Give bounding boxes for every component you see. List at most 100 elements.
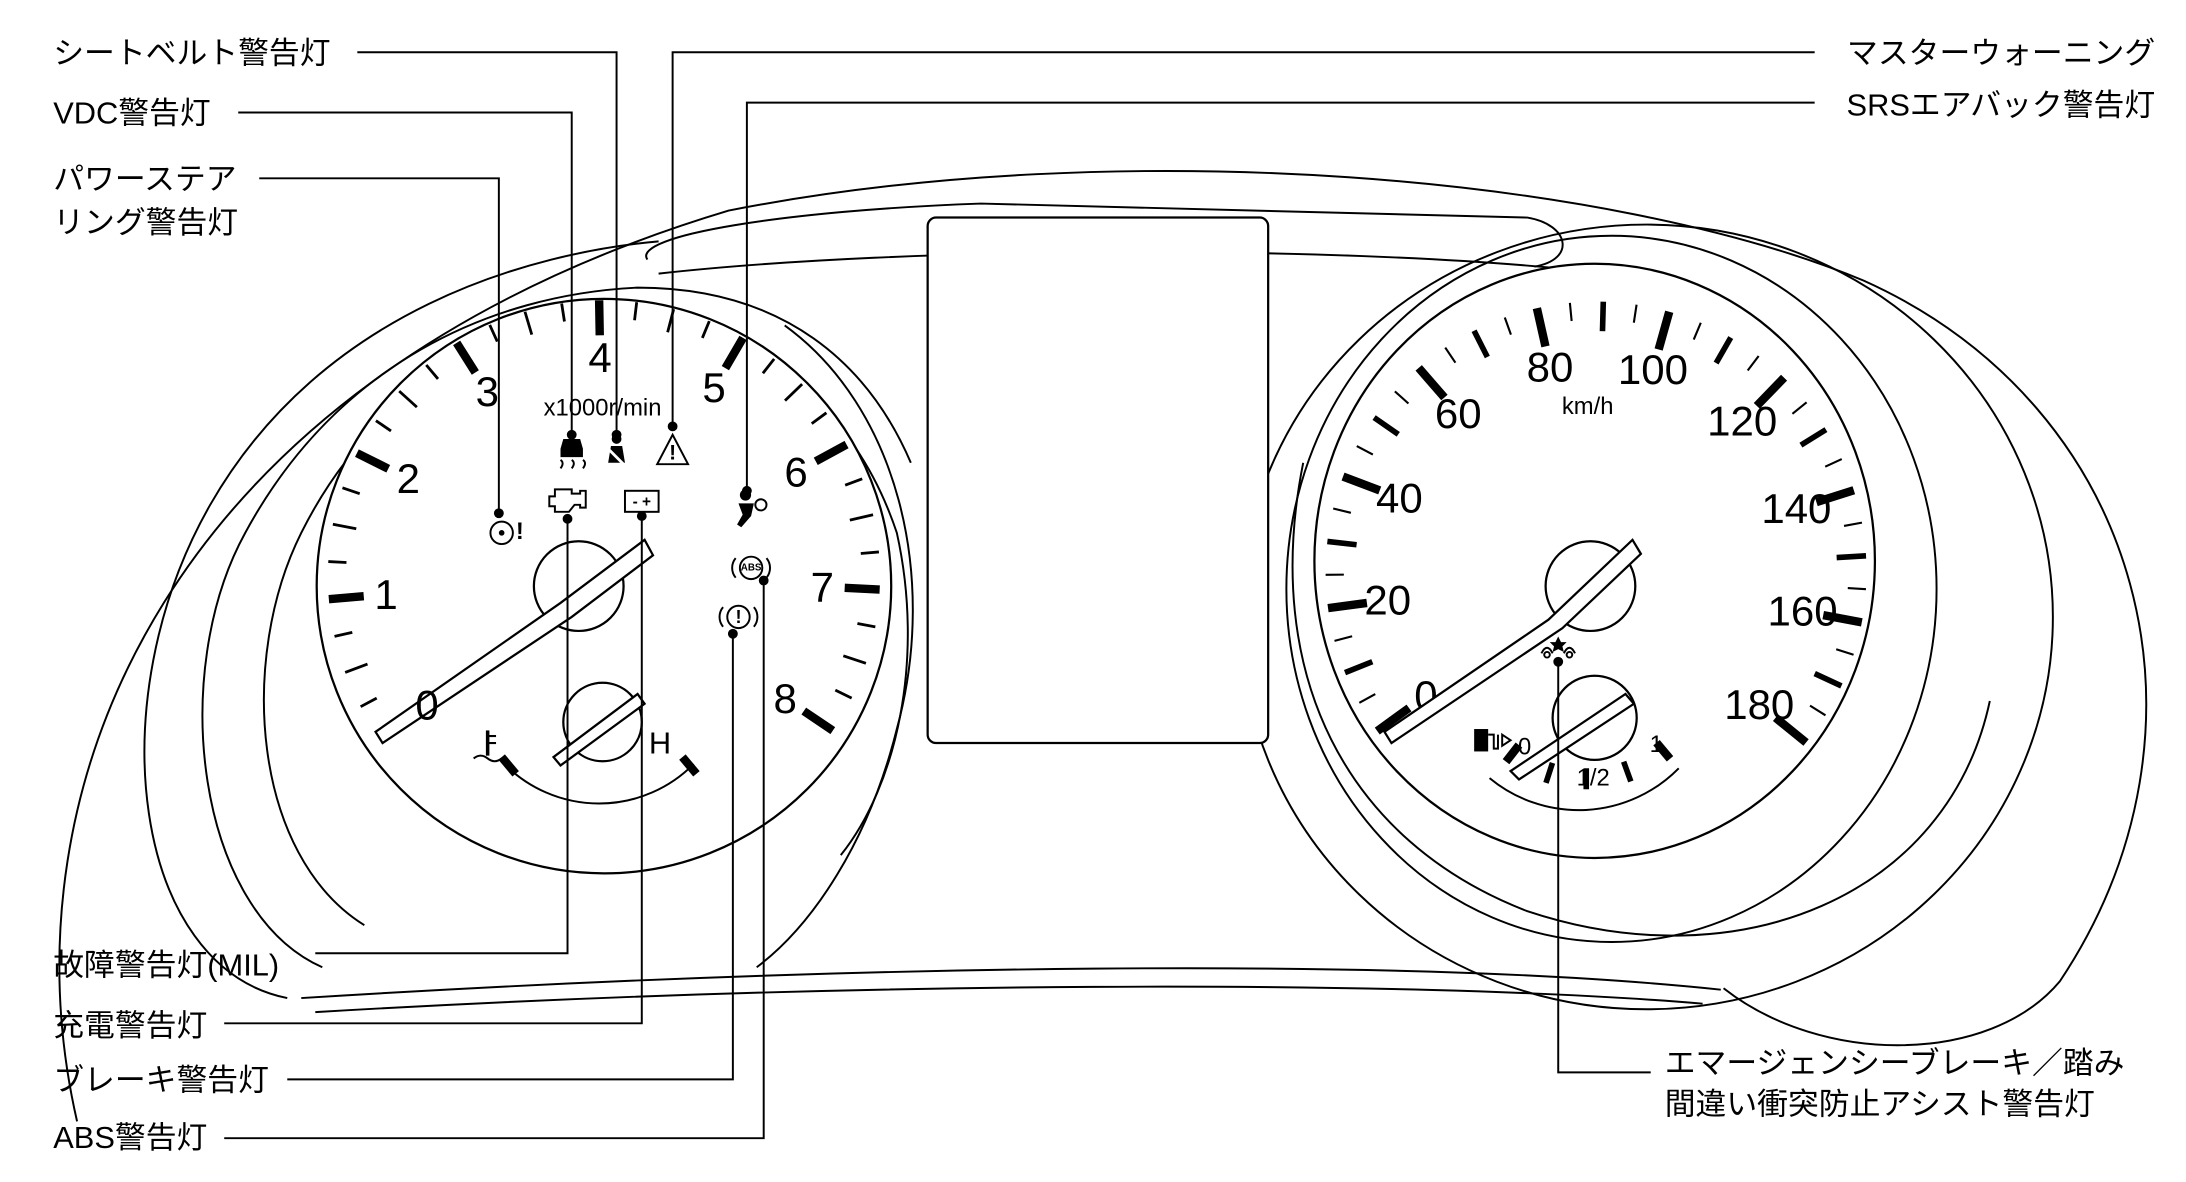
- tachometer-minor-tick: [810, 411, 828, 425]
- engine-check-icon: [548, 488, 587, 513]
- tachometer-minor-tick: [523, 311, 534, 336]
- cluster-housing: [58, 170, 2148, 1122]
- speedometer-minor-tick: [1503, 317, 1512, 336]
- vdc-warning-icon: [559, 438, 587, 469]
- speedometer-minor-tick: [1632, 304, 1638, 323]
- callout-lines: [224, 51, 1815, 1140]
- tachometer-minor-tick: [701, 320, 711, 339]
- tachometer-major-tick: [328, 592, 365, 604]
- speedometer-number: 180: [1724, 681, 1794, 728]
- fuel-gauge-tick: [1502, 742, 1523, 765]
- tachometer-minor-tick: [761, 358, 776, 375]
- tachometer-number: 7: [811, 563, 834, 610]
- tachometer-minor-tick: [560, 303, 566, 322]
- speedometer-minor-tick: [1847, 587, 1867, 591]
- label-power-steering-warning-line2: リング警告灯: [53, 205, 238, 240]
- tachometer-major-tick: [594, 300, 604, 336]
- svg-text:!: !: [669, 441, 676, 464]
- fuel-gauge-arc: [1488, 767, 1680, 812]
- speedometer-needle: [1382, 538, 1643, 745]
- speedometer-major-tick: [1374, 704, 1412, 735]
- speedometer-minor-tick: [1471, 329, 1490, 359]
- speedometer-major-tick: [1753, 374, 1788, 409]
- tachometer-minor-tick: [344, 662, 368, 674]
- tachometer-minor-tick: [834, 688, 853, 700]
- master-warning-icon: !: [655, 432, 690, 466]
- speedometer-major-tick: [1532, 307, 1550, 348]
- tachometer-number: 6: [784, 448, 807, 495]
- temperature-hot-label: H: [649, 726, 671, 761]
- tachometer-minor-tick: [328, 560, 347, 564]
- speedometer-minor-tick: [1599, 301, 1607, 332]
- tachometer-minor-tick: [342, 486, 361, 496]
- tachometer-major-tick: [721, 335, 747, 371]
- speedometer-minor-tick: [1692, 322, 1702, 340]
- speedometer-minor-tick: [1356, 445, 1374, 456]
- label-abs-warning: ABS警告灯: [53, 1120, 207, 1155]
- speedometer-minor-tick: [1332, 507, 1352, 514]
- tachometer-needle: [374, 538, 655, 745]
- tachometer-number: 1: [374, 571, 397, 618]
- speedometer-major-tick: [1822, 610, 1863, 627]
- speedometer-minor-tick: [1809, 704, 1827, 717]
- tachometer-number: 2: [397, 455, 420, 502]
- temperature-gauge-needle: [551, 692, 647, 767]
- tachometer-minor-tick: [849, 513, 874, 522]
- tachometer-number: 4: [588, 334, 611, 381]
- emergency-brake-warning-icon: [1540, 636, 1576, 659]
- fuel-pump-icon: [1474, 729, 1513, 752]
- tachometer-minor-tick: [857, 622, 876, 629]
- svg-text:!: !: [735, 607, 741, 627]
- speedometer-major-tick: [1415, 365, 1448, 401]
- tachometer-minor-tick: [488, 324, 499, 343]
- label-vdc-warning: VDC警告灯: [53, 96, 210, 131]
- label-emergency-brake-line1: エマージェンシーブレーキ／踏み: [1665, 1046, 2125, 1081]
- fuel-label-full: 1: [1650, 731, 1663, 758]
- temperature-cold-mark: [498, 754, 519, 777]
- speedometer-minor-tick: [1791, 401, 1808, 415]
- tachometer-major-tick: [453, 340, 479, 375]
- center-display: [926, 216, 1270, 745]
- speedometer-number: 140: [1761, 485, 1831, 532]
- fuel-gauge-tick: [1653, 739, 1674, 762]
- speedometer-number: 120: [1707, 397, 1777, 444]
- speedometer-minor-tick: [1836, 553, 1867, 561]
- tachometer-number: 5: [702, 364, 725, 411]
- speedometer-minor-tick: [1343, 659, 1374, 676]
- tachometer-minor-tick: [784, 383, 804, 402]
- tachometer-minor-tick: [375, 419, 392, 433]
- temperature-gauge-arc: [503, 763, 695, 805]
- speedometer-minor-tick: [1372, 415, 1400, 437]
- svg-text:!: !: [516, 518, 524, 545]
- tachometer-number: 0: [415, 681, 438, 728]
- speedometer-minor-tick: [1444, 347, 1457, 364]
- tachometer-minor-tick: [425, 364, 440, 380]
- speedometer-major-tick: [1654, 310, 1674, 351]
- label-master-warning: マスターウォーニング: [1847, 35, 2155, 70]
- label-charge-warning: 充電警告灯: [53, 1008, 207, 1043]
- tachometer-minor-tick: [398, 390, 418, 409]
- tachometer-major-tick: [801, 707, 836, 735]
- speedometer-major-tick: [1341, 472, 1382, 495]
- fuel-gauge-ticks: [1502, 739, 1674, 790]
- svg-text:- +: - +: [633, 494, 651, 511]
- speedometer-major-tick: [1772, 714, 1809, 746]
- fuel-gauge-needle: [1508, 692, 1636, 781]
- speedometer-minor-tick: [1799, 427, 1828, 448]
- tachometer-major-tick: [844, 583, 880, 594]
- speedometer-minor-tick: [1327, 538, 1357, 548]
- speedometer-unit: km/h: [1562, 393, 1614, 420]
- speedometer-minor-tick: [1746, 355, 1760, 372]
- tachometer-minor-tick: [332, 522, 357, 531]
- tachometer-minor-tick: [334, 630, 353, 638]
- speedometer-number: 80: [1527, 343, 1574, 390]
- speedometer-number: 20: [1364, 577, 1411, 624]
- speedometer-minor-tick: [1835, 648, 1854, 656]
- fuel-label-half: 1/2: [1577, 765, 1610, 792]
- label-brake-warning: ブレーキ警告灯: [53, 1063, 269, 1098]
- abs-warning-icon: ABS: [731, 555, 771, 581]
